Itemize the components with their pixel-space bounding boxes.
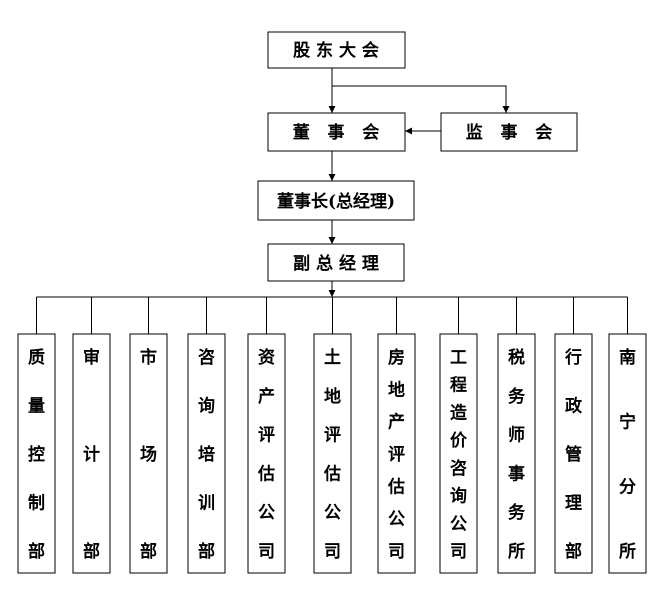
- department-label: 质量控制部: [28, 348, 45, 562]
- department-box: 税务师事务所: [497, 333, 536, 574]
- department-box: 南宁分所: [608, 333, 647, 574]
- department-label: 资产评估公司: [257, 347, 275, 562]
- node-supervisors-label: 监 事 会: [466, 122, 553, 143]
- department-box: 市场部: [129, 333, 168, 574]
- department-label: 税务师事务所: [508, 347, 526, 562]
- department-bus: [36, 296, 628, 334]
- node-shareholders-label: 股 东 大 会: [293, 40, 379, 61]
- node-shareholders: 股 东 大 会: [267, 31, 406, 69]
- department-label: 工程造价咨询公司: [450, 348, 468, 562]
- node-chairman: 董事长(总经理): [257, 180, 415, 221]
- department-box: 质量控制部: [17, 333, 56, 574]
- department-box: 土地评估公司: [313, 333, 352, 574]
- department-label: 行政管理部: [564, 347, 583, 562]
- node-supervisors: 监 事 会: [440, 112, 578, 152]
- department-label: 咨询培训部: [198, 347, 215, 562]
- node-vice-gm-label: 副 总 经 理: [293, 253, 379, 274]
- department-label: 土地评估公司: [323, 347, 341, 562]
- department-box: 资产评估公司: [247, 333, 286, 574]
- department-box: 行政管理部: [554, 333, 593, 574]
- department-box: 审计部: [72, 333, 111, 574]
- department-box: 房地产评估公司: [377, 333, 416, 574]
- department-box: 咨询培训部: [187, 333, 226, 574]
- node-board: 董 事 会: [267, 112, 406, 152]
- departments: 质量控制部 审计部 市场部 咨询培训部 资产评估公司 土地评估公司 房地产评估公司 工程造价咨…: [17, 333, 647, 574]
- connectors: [36, 68, 628, 334]
- department-label: 审计部: [83, 347, 100, 562]
- node-vice-gm: 副 总 经 理: [267, 243, 405, 282]
- arrow-shareholders-supervisors: [332, 85, 510, 113]
- department-label: 市场部: [140, 347, 157, 562]
- department-box: 工程造价咨询公司: [439, 333, 478, 574]
- node-chairman-label: 董事长(总经理): [277, 191, 395, 212]
- department-label: 房地产评估公司: [387, 347, 405, 562]
- node-board-label: 董 事 会: [293, 122, 380, 143]
- department-label: 南宁分所: [619, 347, 636, 562]
